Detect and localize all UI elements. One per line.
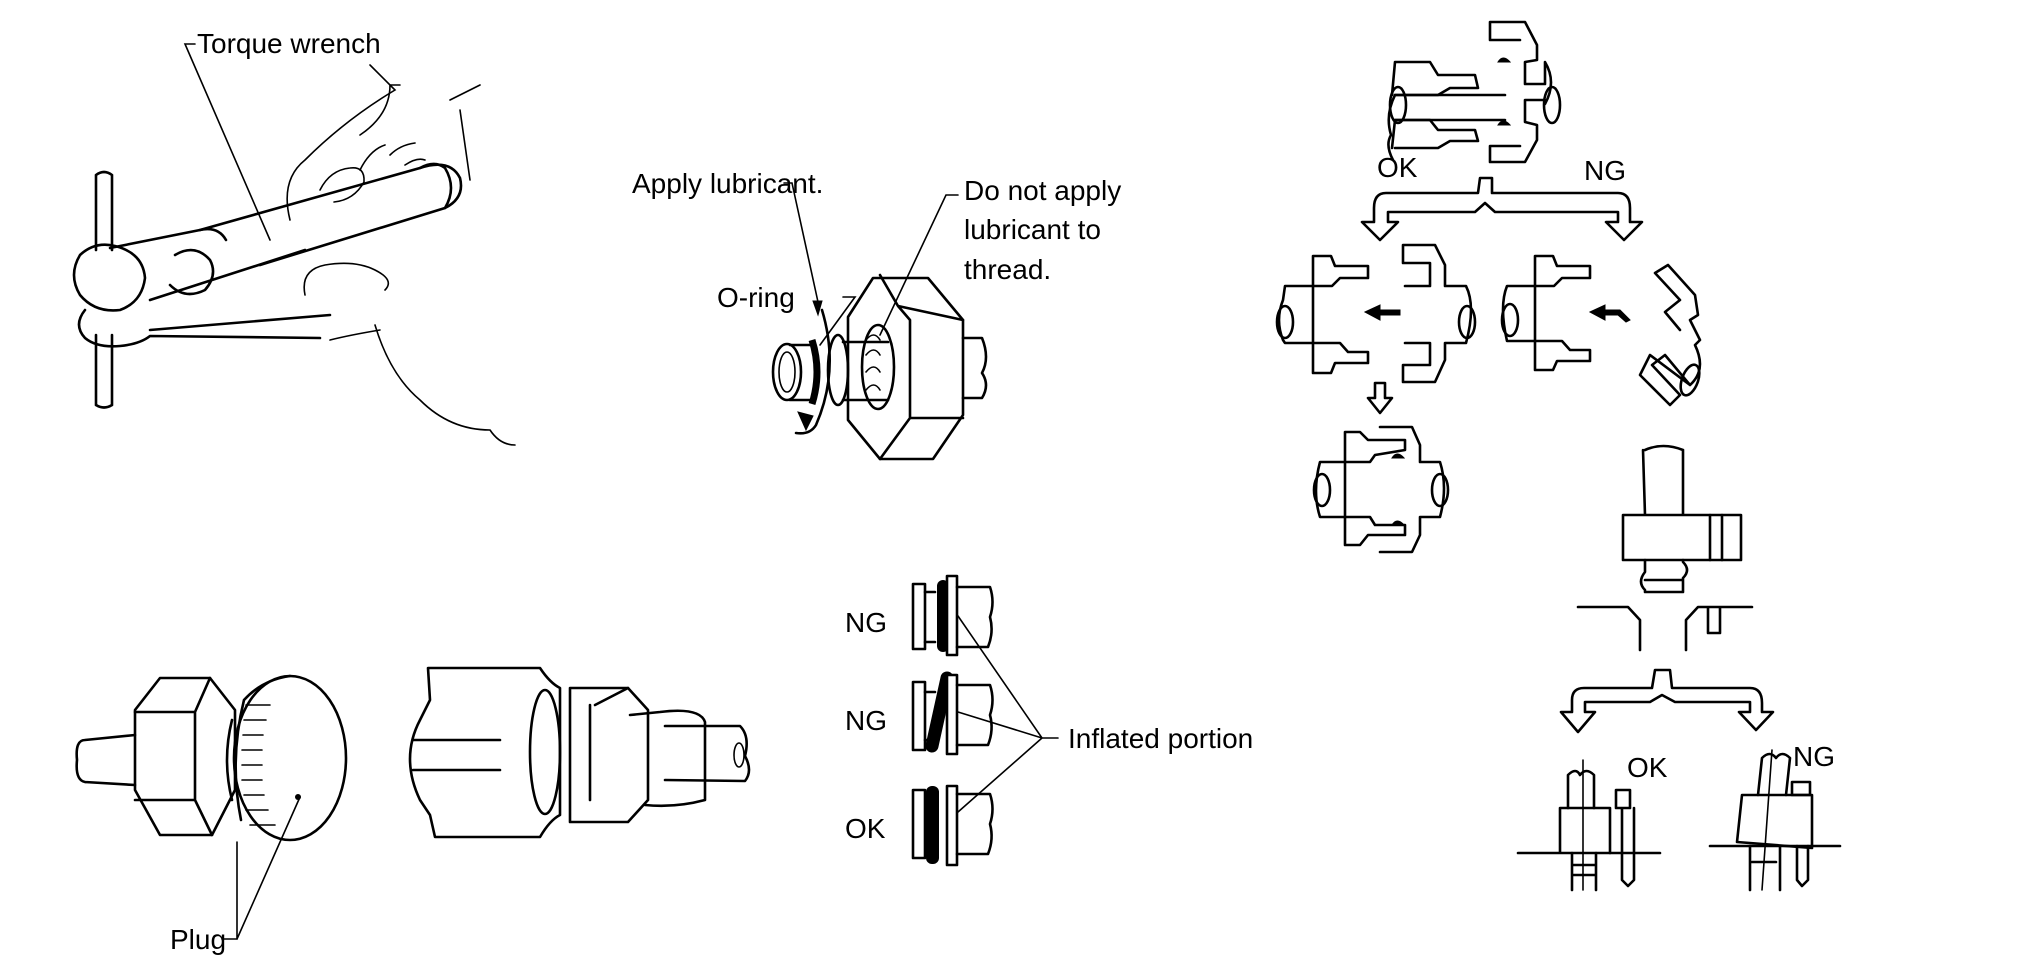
no-lubricant-label-line1: Do not apply [964, 175, 1121, 206]
apply-lubricant-leader [783, 182, 819, 303]
plug-label: Plug [170, 924, 226, 955]
o-ring-leader [819, 296, 857, 346]
no-lubricant-label-line2: lubricant to [964, 214, 1101, 245]
inspection-row1-label: NG [845, 607, 887, 638]
inspection-row2-label: NG [845, 705, 887, 736]
torque-wrench-illustration [72, 64, 516, 446]
flange-installation-illustration [1516, 444, 1842, 892]
torque-wrench-label: Torque wrench [197, 28, 381, 59]
o-ring-inspection-illustration [911, 574, 994, 867]
o-ring-label: O-ring [717, 282, 795, 313]
apply-lubricant-arrow [812, 300, 823, 317]
torque-wrench-leader [183, 43, 271, 241]
inflated-portion-label: Inflated portion [1068, 723, 1253, 754]
connector-ok-label: OK [1377, 152, 1418, 183]
o-ring-fitting-illustration [771, 273, 988, 461]
connector-alignment-illustration [1275, 20, 1702, 554]
connector-ng-label: NG [1584, 155, 1626, 186]
plug-illustration [75, 666, 751, 842]
no-lubricant-leader [879, 194, 959, 336]
inspection-row3-label: OK [845, 813, 886, 844]
flange-ok-label: OK [1627, 752, 1668, 783]
flange-ng-label: NG [1793, 741, 1835, 772]
no-lubricant-label-line3: thread. [964, 254, 1051, 285]
plug-leader [221, 796, 301, 940]
inflated-portion-leader [957, 615, 1059, 813]
